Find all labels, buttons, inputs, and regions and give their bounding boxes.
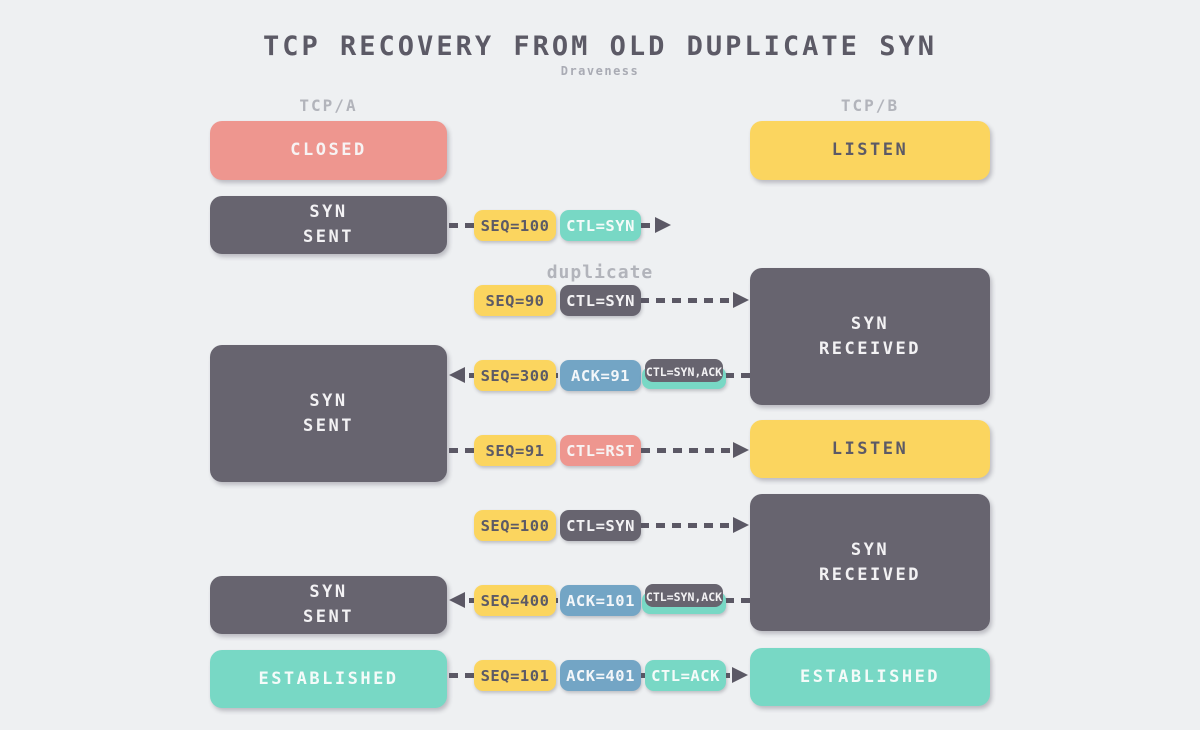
badge-seq: SEQ=400 <box>474 585 556 616</box>
badge-ctl-stacked-label: CTL=SYN,ACK <box>645 590 723 604</box>
badge-ack: ACK=101 <box>560 585 641 616</box>
state-listen-2: LISTEN <box>750 420 990 478</box>
arrow-left-icon <box>449 367 465 383</box>
badge-ctl: CTL=ACK <box>645 660 726 691</box>
badge-ack: ACK=91 <box>560 360 641 391</box>
dashed-line <box>560 298 732 303</box>
page-title: TCP RECOVERY FROM OLD DUPLICATE SYN <box>263 31 937 62</box>
state-syn-sent-3: SYN SENT <box>210 576 447 634</box>
column-header-tcp-a: TCP/A <box>299 96 358 115</box>
badge-ctl: CTL=SYN <box>560 285 641 316</box>
badge-ctl-stacked: CTL=SYN,ACK <box>642 584 726 614</box>
duplicate-label: duplicate <box>546 262 654 283</box>
badge-seq: SEQ=100 <box>474 210 556 241</box>
badge-ctl: CTL=SYN <box>560 210 641 241</box>
arrow-right-icon <box>733 517 749 533</box>
badge-ctl-stacked-front <box>645 359 723 382</box>
state-listen-1: LISTEN <box>750 121 990 180</box>
arrow-right-icon <box>655 217 671 233</box>
arrow-left-icon <box>449 592 465 608</box>
dashed-line <box>560 523 732 528</box>
badge-seq: SEQ=91 <box>474 435 556 466</box>
badge-ctl: CTL=RST <box>560 435 641 466</box>
arrow-right-icon <box>733 292 749 308</box>
state-syn-received-1: SYN RECEIVED <box>750 268 990 405</box>
state-syn-sent-2: SYN SENT <box>210 345 447 482</box>
badge-ctl-stacked: CTL=SYN,ACK <box>642 359 726 389</box>
state-closed: CLOSED <box>210 121 447 180</box>
arrow-right-icon <box>733 442 749 458</box>
badge-seq: SEQ=300 <box>474 360 556 391</box>
badge-ctl-stacked-label: CTL=SYN,ACK <box>645 365 723 379</box>
badge-ack: ACK=401 <box>560 660 641 691</box>
arrow-right-icon <box>732 667 748 683</box>
state-syn-received-2: SYN RECEIVED <box>750 494 990 631</box>
state-syn-sent-1: SYN SENT <box>210 196 447 254</box>
column-header-tcp-b: TCP/B <box>840 96 900 115</box>
badge-seq: SEQ=90 <box>474 285 556 316</box>
badge-seq: SEQ=101 <box>474 660 556 691</box>
badge-seq: SEQ=100 <box>474 510 556 541</box>
state-established-right: ESTABLISHED <box>750 648 990 706</box>
page-subtitle: Draveness <box>560 64 640 78</box>
state-established-left: ESTABLISHED <box>210 650 447 708</box>
badge-ctl-stacked-front <box>645 584 723 607</box>
badge-ctl: CTL=SYN <box>560 510 641 541</box>
